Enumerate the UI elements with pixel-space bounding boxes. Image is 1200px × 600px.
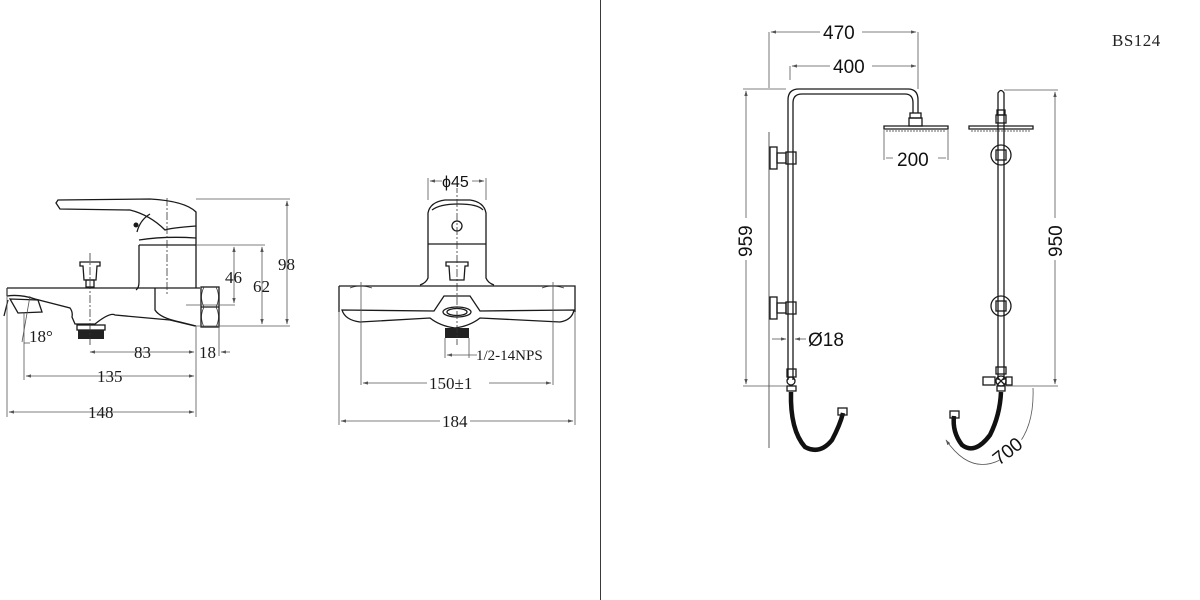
dim-nut-width: 18 [199, 343, 216, 362]
dim-handle-axis: 46 [225, 268, 242, 287]
dim-handle-diameter: ϕ45 [442, 174, 469, 191]
faucet-side-view: 98 62 46 18° 83 18 135 148 [3, 198, 295, 422]
dim-total-height: 959 [736, 225, 757, 257]
dim-total-width: 184 [442, 412, 468, 431]
dim-pipe-diameter: Ø18 [808, 330, 844, 351]
shower-side-view: 950 700 [945, 89, 1067, 470]
dim-total-length: 148 [88, 403, 114, 422]
faucet-front-view: ϕ45 1/2-14NPS 150±1 184 [338, 172, 576, 431]
dim-arm-total: 470 [823, 23, 855, 44]
dim-head-diameter: 200 [897, 150, 929, 171]
dim-spout-to-body: 135 [97, 367, 123, 386]
dim-pipe-height: 950 [1046, 225, 1067, 257]
dim-height-total: 98 [278, 255, 295, 274]
dim-height-body: 62 [253, 277, 270, 296]
dim-center-distance: 150±1 [429, 374, 472, 393]
dim-spout-angle: 18° [29, 327, 53, 346]
shower-front-view: 470 400 200 959 Ø18 [734, 22, 949, 453]
dim-outlet-thread: 1/2-14NPS [476, 348, 543, 364]
dim-arm-reach: 400 [833, 57, 865, 78]
model-code-label: BS124 [1112, 31, 1161, 50]
view-divider [600, 0, 601, 600]
dim-outlet-to-body: 83 [134, 343, 151, 362]
